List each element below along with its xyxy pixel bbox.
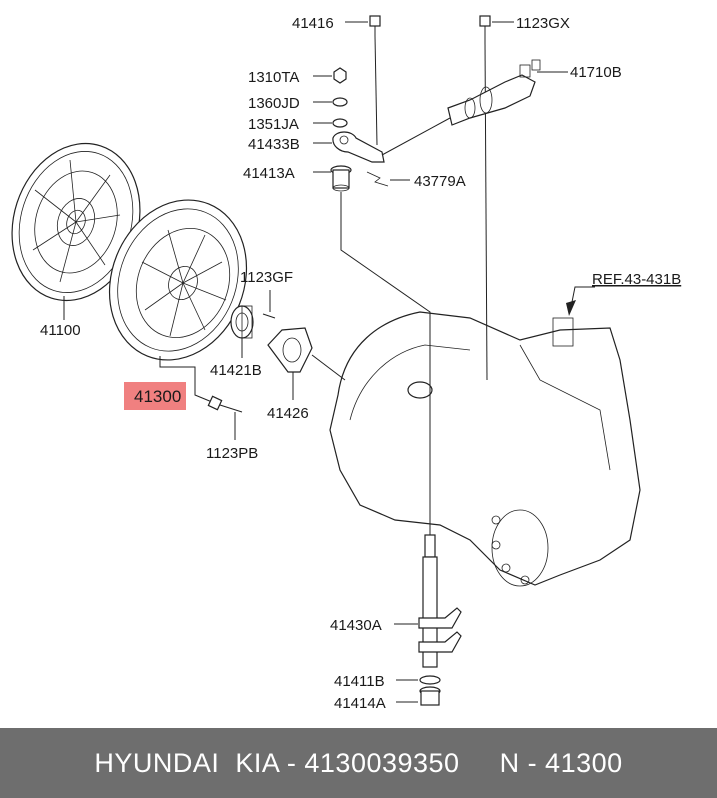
label-41413A: 41413A [243, 165, 295, 182]
label-41710B: 41710B [570, 64, 622, 81]
label-41421B: 41421B [210, 362, 262, 379]
bushing-41413A [330, 165, 352, 192]
bolt-1123GX [479, 15, 491, 42]
label-41430A: 41430A [330, 617, 382, 634]
highlight-41300 [124, 382, 186, 410]
label-1123GF: 1123GF [240, 269, 293, 286]
washer-1351JA [332, 118, 348, 128]
label-41100: 41100 [40, 322, 81, 339]
release-sleeve [267, 327, 313, 373]
clutch-cover-pressure-plate [108, 199, 248, 361]
transmission-housing [329, 311, 641, 587]
bolt-1123PB [207, 395, 243, 413]
parts-diagram: 41100 41300 1123PB 41421B 1123GF [11, 15, 681, 712]
label-41416: 41416 [292, 15, 334, 32]
label-1351JA: 1351JA [248, 116, 299, 133]
part-number-text: HYUNDAI KIA - 4130039350 N - 41300 [94, 747, 623, 778]
clutch-disc [11, 142, 141, 302]
label-41433B: 41433B [248, 136, 300, 153]
label-41300: 41300 [134, 387, 181, 406]
label-41414A: 41414A [334, 695, 386, 712]
release-lever [332, 131, 385, 163]
label-1123GX: 1123GX [516, 15, 570, 32]
label-41426: 41426 [267, 405, 309, 422]
label-1360JD: 1360JD [248, 95, 300, 112]
bushing-41414A [419, 686, 441, 706]
clip-43779A [366, 171, 389, 187]
washer-1360JD [332, 97, 348, 107]
washer-41411B [419, 675, 441, 685]
label-41411B: 41411B [334, 673, 385, 690]
release-fork-shaft [418, 534, 462, 668]
label-1310TA: 1310TA [248, 69, 299, 86]
release-bearing [230, 305, 254, 339]
label-1123PB: 1123PB [206, 445, 258, 462]
nut-1310TA [333, 67, 347, 84]
bolt-41416 [369, 15, 381, 36]
label-ref-43-431B: REF.43-431B [592, 271, 681, 288]
part-number-banner: HYUNDAI KIA - 4130039350 N - 41300 [0, 728, 717, 798]
label-43779A: 43779A [414, 173, 466, 190]
release-cylinder [447, 59, 541, 126]
